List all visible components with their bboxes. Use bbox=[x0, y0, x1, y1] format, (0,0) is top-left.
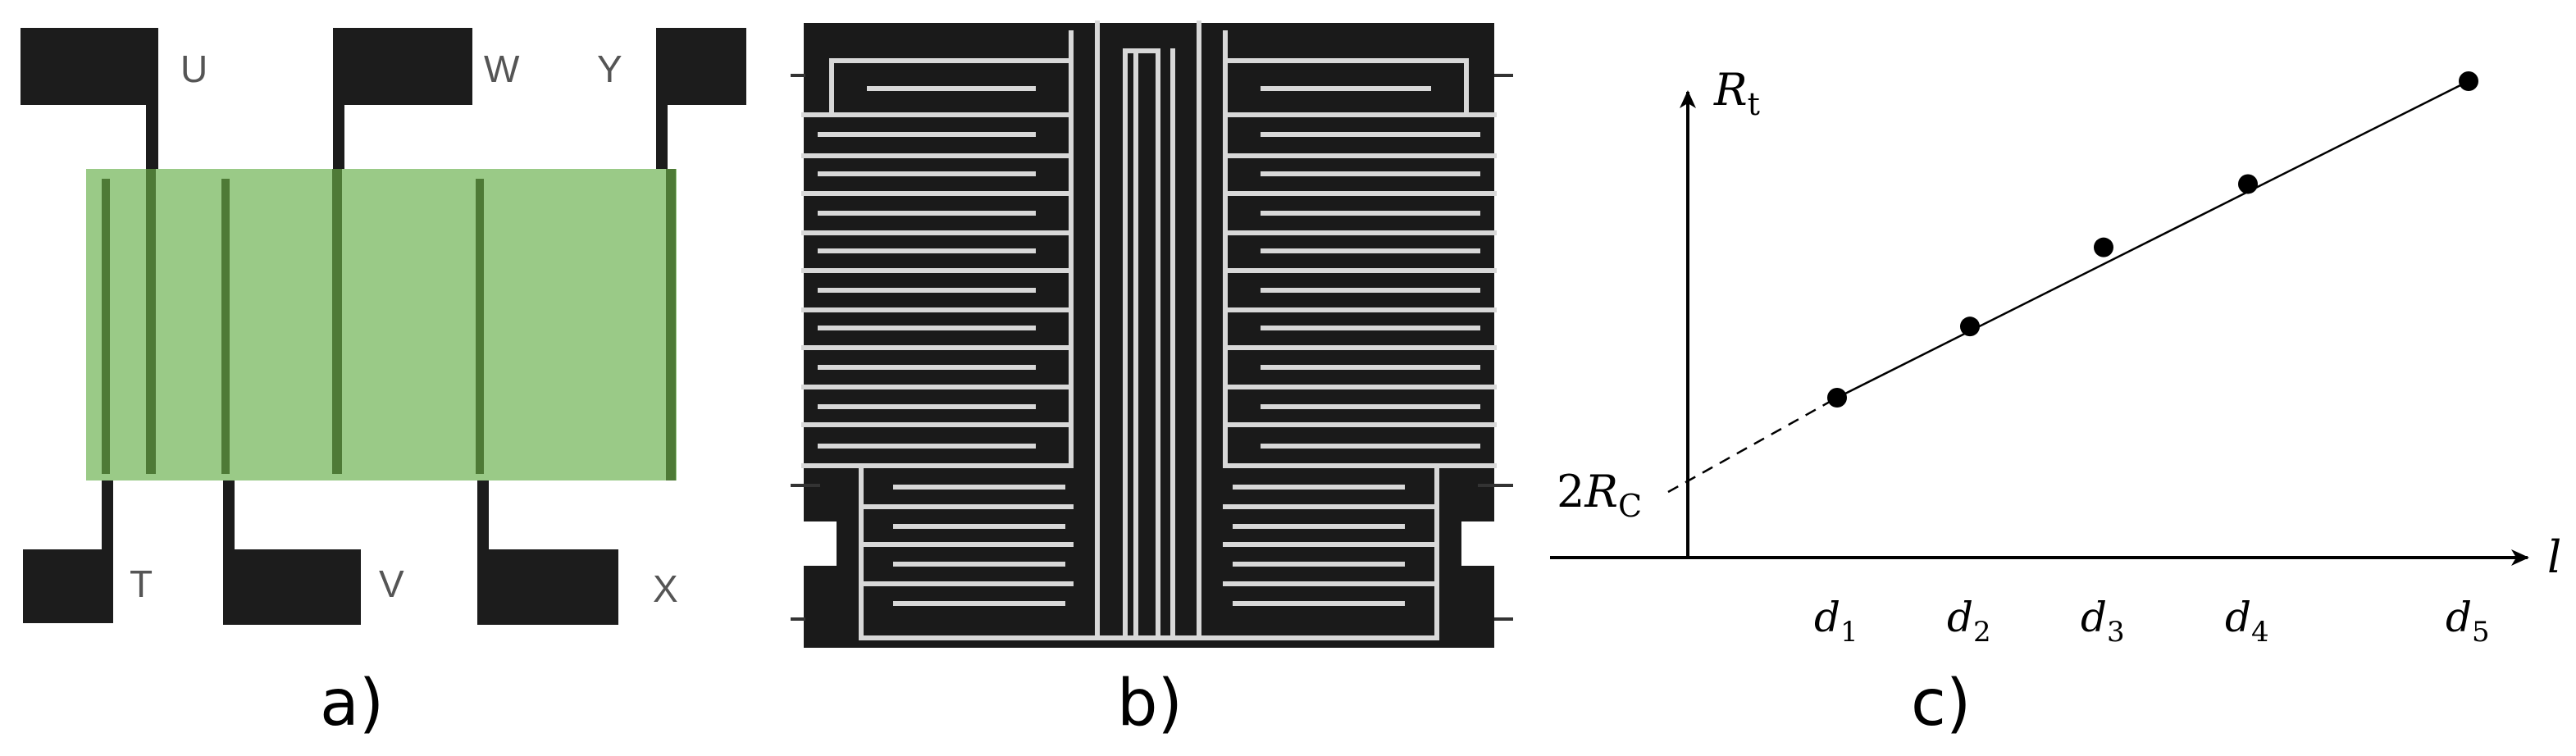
pad-label-x: X bbox=[653, 567, 678, 610]
caption-b: b) bbox=[1117, 667, 1183, 740]
data-points bbox=[1827, 71, 2478, 408]
y-axis-label: Rt bbox=[1713, 64, 1760, 122]
x-axis-label: l bbox=[2547, 531, 2561, 583]
fit-lines bbox=[1667, 80, 2469, 494]
pad-label-u: U bbox=[180, 48, 207, 90]
side-marks bbox=[791, 74, 1513, 621]
x-tick-label-4: d4 bbox=[2225, 594, 2269, 649]
intercept-label: 2RC bbox=[1557, 466, 1642, 524]
pad-label-w: W bbox=[484, 48, 520, 90]
x-tick-label-3: d3 bbox=[2081, 594, 2125, 649]
x-tick-label-2: d2 bbox=[1947, 594, 1991, 649]
contact-pads bbox=[21, 28, 746, 625]
serpentine-lines bbox=[801, 20, 1497, 640]
pad-label-y: Y bbox=[597, 48, 622, 90]
green-film-region bbox=[86, 169, 677, 480]
panel-b-serpentine-pattern: b) bbox=[791, 20, 1513, 740]
caption-a: a) bbox=[320, 667, 384, 740]
x-tick-label-1: d1 bbox=[1814, 594, 1858, 649]
data-point-5 bbox=[2459, 71, 2478, 91]
pad-label-v: V bbox=[379, 562, 404, 605]
pad-label-t: T bbox=[130, 562, 153, 605]
data-point-4 bbox=[2238, 174, 2258, 194]
contact-strips bbox=[102, 169, 676, 480]
panel-a-tlm-diagram: U W Y T V X a) bbox=[21, 28, 746, 740]
data-point-3 bbox=[2094, 237, 2113, 257]
edge-notches bbox=[804, 521, 1494, 566]
x-tick-label-5: d5 bbox=[2446, 594, 2490, 649]
fit-solid-line bbox=[1836, 80, 2469, 399]
data-point-2 bbox=[1960, 317, 1980, 337]
x-tick-labels: d1 d2 d3 d4 d5 bbox=[1814, 594, 2490, 649]
panel-c-tlm-plot: Rt l 2RC d1 d2 d3 d4 d5 c) bbox=[1550, 64, 2561, 740]
extrapolation-dashed-line bbox=[1667, 396, 1838, 494]
caption-c: c) bbox=[1911, 667, 1971, 740]
data-point-1 bbox=[1827, 388, 1847, 408]
